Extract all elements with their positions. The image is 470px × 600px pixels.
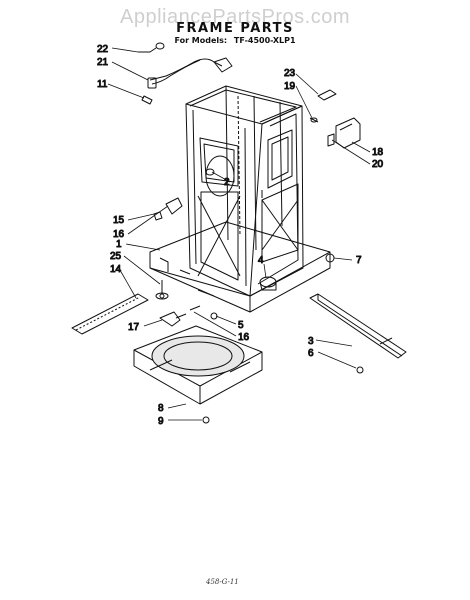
callout-11: 11 [97, 79, 108, 90]
callout-20: 20 [372, 159, 384, 170]
callout-4: 4 [258, 255, 264, 266]
model-prefix: For Models: [174, 36, 228, 45]
callout-21: 21 [97, 57, 109, 68]
frame-tower [149, 85, 331, 313]
callout-2: 2 [224, 177, 230, 188]
callout-16-lower: 16 [238, 332, 250, 343]
model-number: TF-4500-XLP1 [233, 36, 296, 45]
bracket-17 [159, 305, 201, 327]
callout-1: 1 [116, 239, 122, 250]
callout-15: 15 [113, 215, 125, 226]
callout-16-upper: 16 [113, 229, 125, 240]
watermark: AppliancePartsPros.com [120, 6, 350, 28]
callout-3: 3 [308, 336, 314, 347]
callout-9: 9 [158, 416, 164, 427]
base-pan [133, 325, 263, 405]
callout-5: 5 [238, 320, 244, 331]
callout-7: 7 [356, 255, 362, 266]
callout-23: 23 [284, 68, 296, 79]
power-cord-parts [138, 42, 233, 105]
callout-22: 22 [97, 44, 109, 55]
bracket-15-16 [153, 197, 183, 221]
callout-labels: 22 21 11 23 19 18 20 2 15 16 1 25 14 4 7… [97, 44, 385, 428]
drawing-code: 458-G-11 [206, 578, 239, 586]
rail-part-3 [309, 293, 407, 359]
model-line: For Models: TF-4500-XLP1 [0, 36, 470, 45]
diagram-title: FRAME PARTS [176, 21, 294, 36]
strip-part-14 [71, 293, 149, 335]
callout-17: 17 [128, 322, 140, 333]
callout-14: 14 [110, 264, 122, 275]
callout-19: 19 [284, 81, 296, 92]
callout-8: 8 [158, 403, 164, 414]
switch-bracket-parts [309, 89, 361, 149]
leader-lines [107, 47, 371, 421]
callout-6: 6 [308, 348, 314, 359]
callout-25: 25 [110, 251, 122, 262]
callout-18: 18 [372, 147, 384, 158]
